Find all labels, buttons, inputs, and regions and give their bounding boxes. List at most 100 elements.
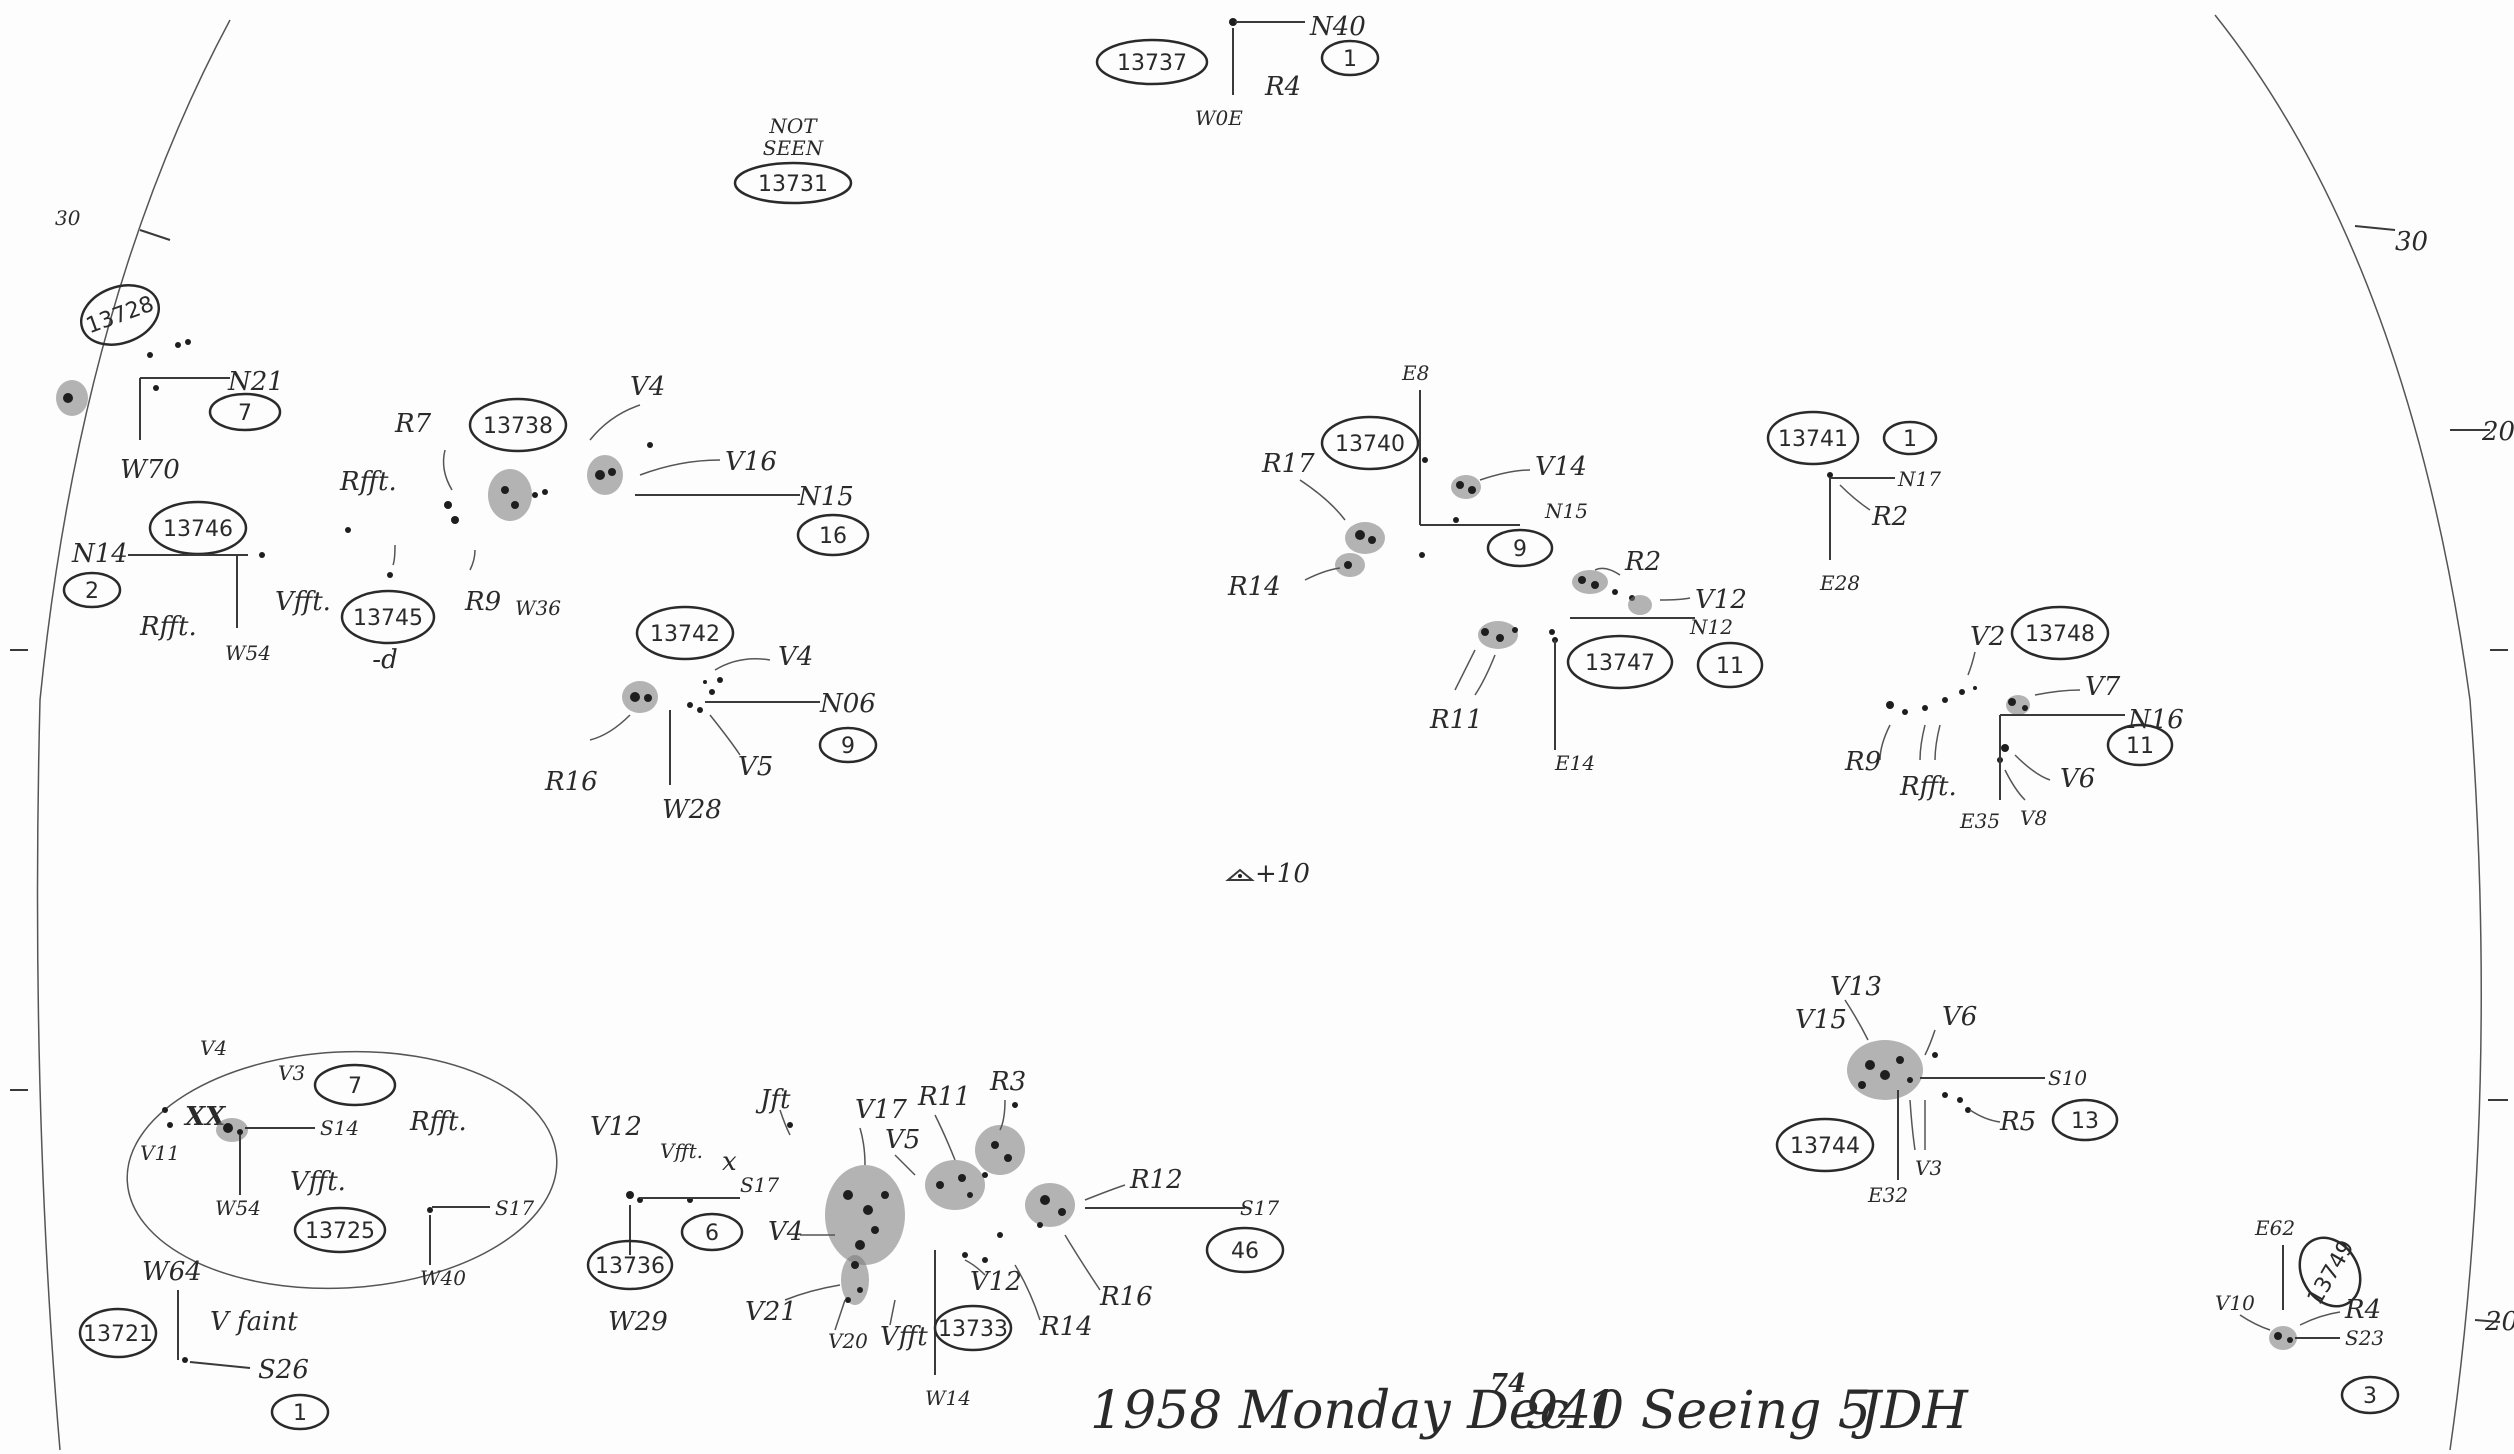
coord-13725b: S17 — [495, 1196, 534, 1220]
limb-ticks: 30 30 20 20 — [10, 206, 2514, 1337]
coord-13721: S26 — [258, 1355, 309, 1385]
dist-13741: E28 — [1819, 571, 1860, 595]
label-13725-vfft: Vfft. — [290, 1167, 346, 1197]
label-13747-v13: R2 — [1624, 547, 1661, 577]
count-13742: 9 — [841, 734, 855, 759]
dist-13721: W64 — [142, 1257, 202, 1287]
group-13747: R2 V12 N12 13747 11 R11 E14 — [1429, 547, 1764, 775]
dist-13746: W54 — [225, 641, 271, 665]
coord-13740: N15 — [1544, 499, 1588, 523]
label-13742-r16: R16 — [544, 767, 598, 797]
label-13738-r9: R9 — [464, 587, 501, 617]
tick-label-left-top: 30 — [55, 206, 81, 230]
label-13749-r4: R4 — [2344, 1295, 2381, 1325]
count-13746: 2 — [85, 579, 99, 604]
count-13736: 6 — [705, 1221, 719, 1246]
label-13725-v11: V11 — [140, 1141, 180, 1165]
group-13736: V12 Vfft. x S17 6 13736 W29 — [586, 1112, 779, 1337]
footer-seeing: 940 Seeing 5 — [1525, 1381, 1871, 1441]
label-13747-v12: V12 — [1695, 585, 1747, 615]
count-13737: 1 — [1343, 47, 1357, 72]
label-13725b-rfft: Rfft. — [409, 1107, 467, 1137]
coord-13738: N15 — [797, 482, 854, 512]
coord-13733: S17 — [1240, 1196, 1279, 1220]
region-13733: 13733 — [938, 1317, 1008, 1342]
count-13744: 13 — [2071, 1109, 2099, 1134]
group-13746: 13746 N14 2 Rfft. Vfft. W54 — [62, 500, 331, 665]
group-13738: 13738 R7 Rfft. R9 W36 V4 V16 16 N15 — [339, 372, 870, 620]
coord-13737: N40 — [1309, 12, 1366, 42]
label-13733-v12: V12 — [970, 1267, 1022, 1297]
svg-text:x: x — [722, 1147, 737, 1177]
coord-13741: N17 — [1897, 467, 1941, 491]
coord-13728: N21 — [227, 367, 284, 397]
label-13733-v17: V17 — [855, 1095, 907, 1125]
label-13733-r11: R11 — [917, 1082, 971, 1112]
count-13745: -d — [372, 645, 397, 675]
region-13748: 13748 — [2025, 622, 2095, 647]
region-13721: 13721 — [83, 1322, 153, 1347]
label-13733-r16: R16 — [1099, 1282, 1153, 1312]
label-13744-v13: V13 — [1830, 972, 1882, 1002]
label-13736-vfft: Vfft. — [660, 1139, 703, 1163]
dist-13737: W0E — [1195, 106, 1243, 130]
footer-date: 1958 Monday Dec 1 — [1090, 1381, 1618, 1441]
label-13738-r7: R7 — [394, 409, 432, 439]
label-13748-v7: V7 — [2085, 672, 2121, 702]
coord-13725: S14 — [320, 1116, 359, 1140]
label-13733-r14: R14 — [1039, 1312, 1093, 1342]
region-13740: 13740 — [1335, 432, 1405, 457]
coord-13749: S23 — [2345, 1326, 2384, 1350]
group-13742: 13742 V4 N06 9 R16 V5 W28 — [544, 605, 878, 825]
center-mark: +10 — [1225, 859, 1310, 889]
label-13733-r3: R3 — [989, 1067, 1026, 1097]
group-13745: 13745 -d — [340, 589, 436, 675]
label-13733-v21: V21 — [745, 1297, 797, 1327]
dist-13736: W29 — [608, 1307, 668, 1337]
dist-13740: E8 — [1401, 361, 1429, 385]
label-13749-v10: V10 — [2215, 1291, 2255, 1315]
not-seen-line2: SEEN — [763, 136, 825, 160]
region-13741: 13741 — [1778, 427, 1848, 452]
label-13733-v20: V20 — [828, 1329, 868, 1353]
count-13749: 3 — [2363, 1384, 2377, 1409]
label-13748-v6: V6 — [2060, 764, 2095, 794]
label-13742-v4: V4 — [778, 642, 813, 672]
label-13738-rfft: Rfft. — [339, 467, 397, 497]
label-13746-vfft: Vfft. — [275, 587, 331, 617]
count-13721: 1 — [293, 1401, 307, 1426]
label-13742-v5: V5 — [738, 752, 773, 782]
label-13748-r9: R9 — [1844, 747, 1881, 777]
dist-13742: W28 — [662, 795, 722, 825]
label-13746-rfft: Rfft. — [139, 612, 197, 642]
dist-13744: E32 — [1867, 1183, 1908, 1207]
region-13745: 13745 — [353, 606, 423, 631]
dist-13728: W70 — [120, 455, 180, 485]
group-13737: 13737 N40 1 R4 W0E — [1095, 12, 1380, 130]
coord-13744: S10 — [2048, 1066, 2087, 1090]
group-13725: V4 V3 7 XX S14 V11 Vfft. W54 13725 Rfft.… — [126, 1036, 558, 1290]
label-13725-v3: V3 — [278, 1061, 305, 1085]
tick-label-right-top: 30 — [2395, 227, 2428, 257]
dist-13747: E14 — [1554, 751, 1595, 775]
label-13748-v2: V2 — [1970, 622, 2005, 652]
region-13746: 13746 — [163, 517, 233, 542]
coord-13747: N12 — [1689, 615, 1733, 639]
group-13744: V13 V15 V6 S10 R5 13 13744 V3 E32 — [1775, 972, 2119, 1207]
not-seen-region: 13731 — [758, 172, 828, 197]
count-13740: 9 — [1513, 537, 1527, 562]
label-13740-r17: R17 — [1261, 449, 1315, 479]
group-13748: 13748 V2 V7 N16 11 R9 Rfft. V6 E35 V8 — [1844, 605, 2184, 833]
label-13740-v14: V14 — [1535, 452, 1587, 482]
region-13738: 13738 — [483, 414, 553, 439]
coord-13746: N14 — [71, 539, 128, 569]
tick-label-right-mid: 20 — [2481, 417, 2514, 447]
label-13744-v15: V15 — [1795, 1005, 1847, 1035]
group-13749: E62 13749 V10 R4 S23 3 — [2215, 1216, 2400, 1415]
group-13733: Jft V17 V5 R11 R3 R12 V4 V21 V20 Vfft V1… — [745, 1067, 1285, 1410]
count-13748: 11 — [2126, 734, 2154, 759]
label-13738-v16: V16 — [725, 447, 777, 477]
region-13736: 13736 — [595, 1254, 665, 1279]
label-13733-jft: Jft — [755, 1085, 791, 1115]
